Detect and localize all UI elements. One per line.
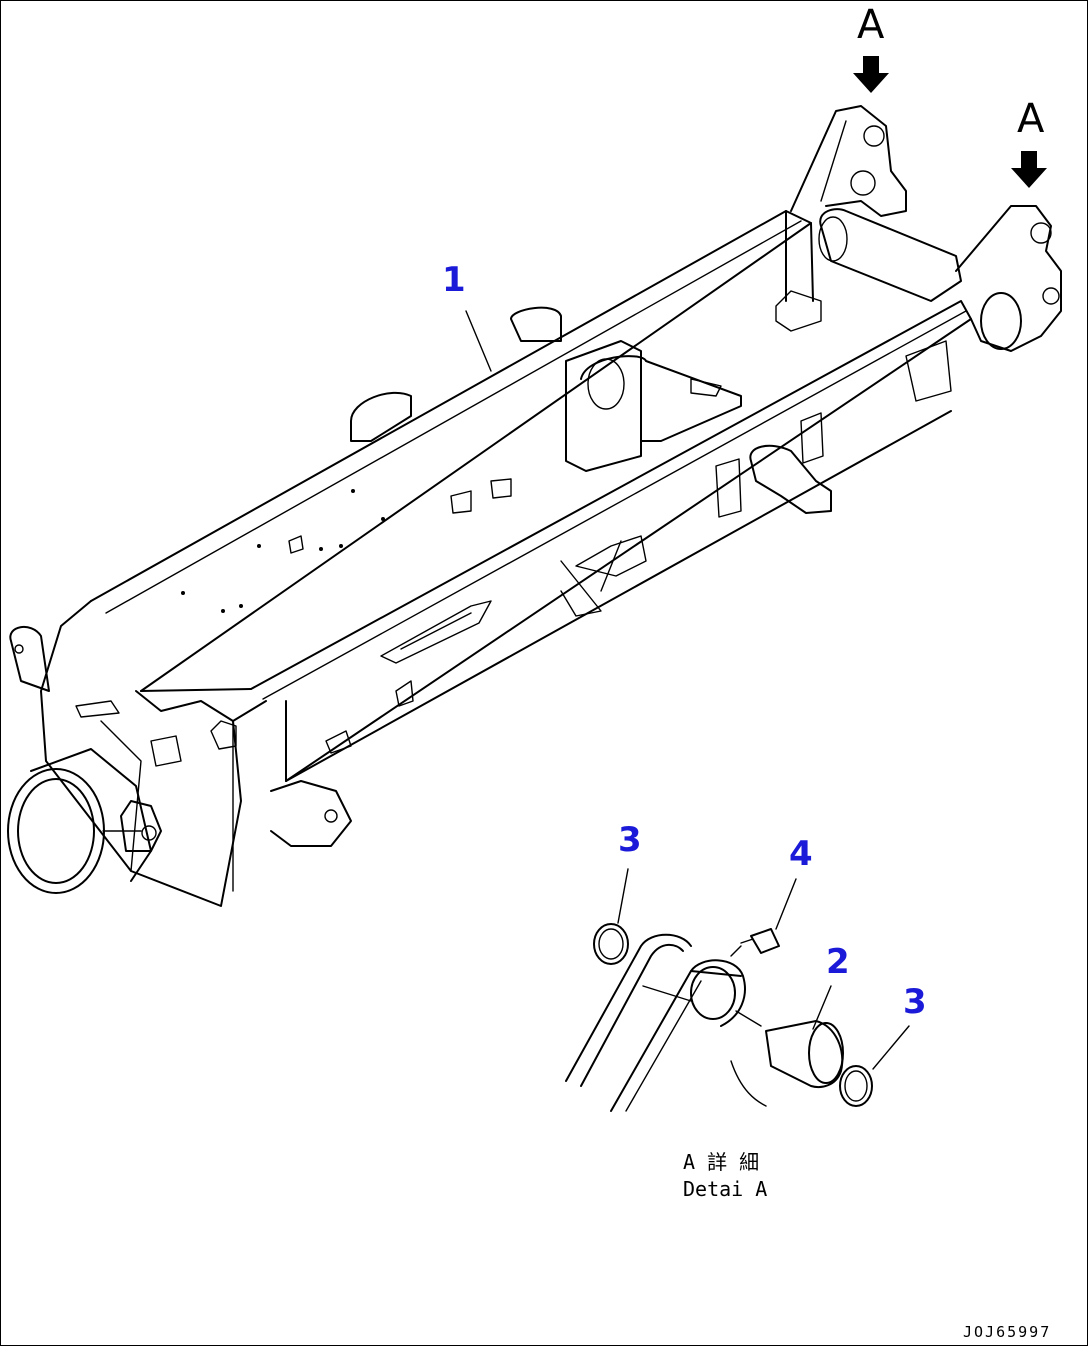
detail-caption-english: Detai A bbox=[683, 1177, 768, 1201]
callout-part-2: 2 bbox=[826, 942, 850, 982]
track-frame-outline bbox=[7, 105, 1062, 907]
detail-a-drawing bbox=[565, 868, 910, 1112]
callout-part-4: 4 bbox=[789, 834, 813, 874]
leader-part-1 bbox=[465, 310, 492, 372]
view-marker-right: A bbox=[1017, 96, 1045, 142]
callout-part-3-left: 3 bbox=[618, 820, 642, 860]
drawing-code: JOJ65997 bbox=[963, 1323, 1052, 1341]
callout-part-1: 1 bbox=[442, 260, 466, 300]
detail-caption-japanese: A 詳 細 bbox=[683, 1150, 760, 1174]
view-arrow-left bbox=[853, 56, 889, 93]
view-arrow-right bbox=[1011, 151, 1047, 188]
view-marker-left: A bbox=[857, 2, 885, 48]
callout-part-3-right: 3 bbox=[903, 982, 927, 1022]
